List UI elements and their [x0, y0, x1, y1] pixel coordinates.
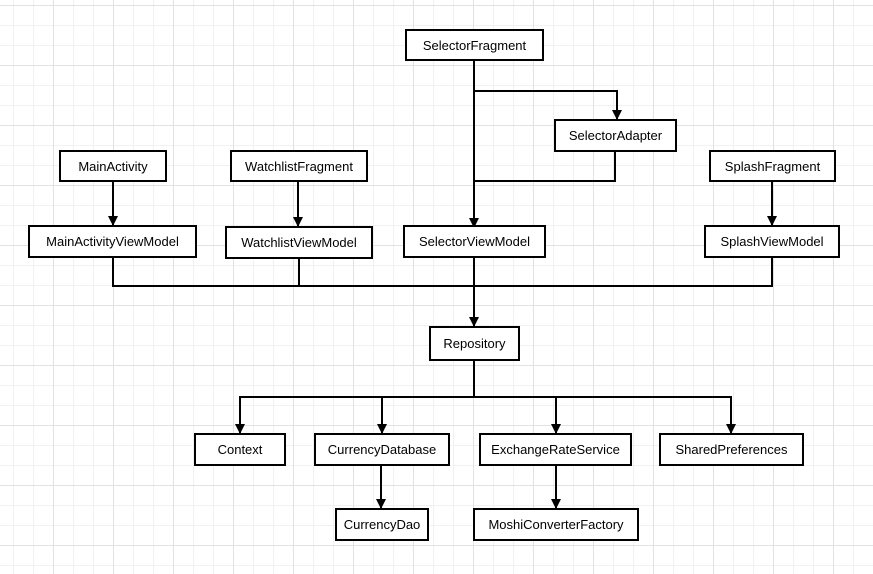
edge-selectoradapter-to-selectorviewmodel	[474, 151, 616, 182]
node-watchlist-view-model: WatchlistViewModel	[225, 226, 373, 259]
node-repository: Repository	[429, 326, 520, 361]
node-moshi-converter-factory: MoshiConverterFactory	[473, 508, 639, 541]
node-exchange-rate-service: ExchangeRateService	[479, 433, 632, 466]
node-selector-adapter: SelectorAdapter	[554, 119, 677, 152]
node-currency-dao: CurrencyDao	[335, 508, 429, 541]
node-main-activity: MainActivity	[59, 150, 167, 182]
edge-selectorfragment-to-selectoradapter	[474, 90, 622, 120]
node-main-activity-view-model: MainActivityViewModel	[28, 225, 197, 258]
node-watchlist-fragment: WatchlistFragment	[230, 150, 368, 182]
node-splash-fragment: SplashFragment	[709, 150, 836, 182]
node-selector-fragment: SelectorFragment	[405, 29, 544, 61]
node-selector-view-model: SelectorViewModel	[403, 225, 546, 258]
node-splash-view-model: SplashViewModel	[704, 225, 840, 258]
node-context: Context	[194, 433, 286, 466]
node-currency-database: CurrencyDatabase	[314, 433, 450, 466]
node-shared-preferences: SharedPreferences	[659, 433, 804, 466]
